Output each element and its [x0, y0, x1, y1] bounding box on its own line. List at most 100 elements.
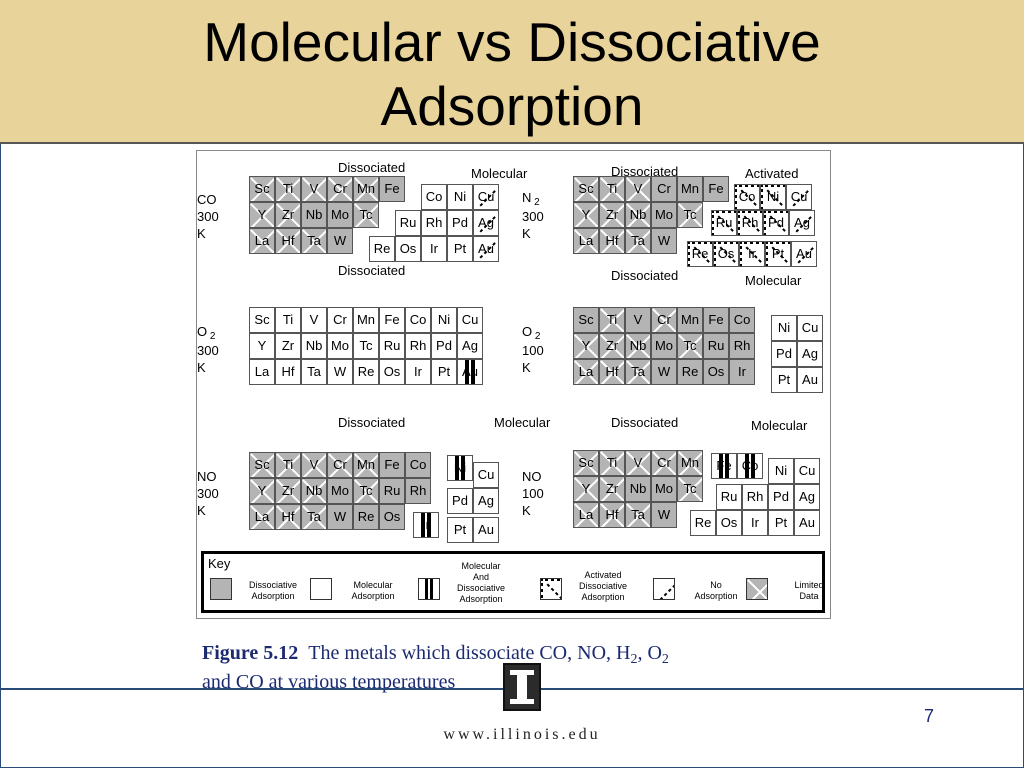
element-symbol: Cr — [657, 455, 671, 470]
element-symbol: Rh — [746, 489, 764, 504]
element-cell-cu: Cu — [786, 184, 812, 210]
element-cell-nb: Nb — [301, 333, 327, 359]
element-cell-tc: Tc — [677, 202, 703, 228]
element-cell-pt: Pt — [447, 517, 473, 543]
caption-line-2: and CO at various temperatures — [202, 671, 456, 693]
element-symbol: Zr — [281, 338, 295, 353]
element-symbol: Tc — [359, 338, 373, 353]
element-cell-rh: Rh — [405, 333, 431, 359]
element-symbol: Fe — [384, 457, 400, 472]
element-symbol: V — [309, 457, 319, 472]
region-label: Dissociated — [611, 268, 679, 283]
element-symbol: Ni — [453, 460, 467, 475]
element-cell-mn: Mn — [353, 176, 379, 202]
element-symbol: Hf — [605, 233, 619, 248]
caption-text-1: The metals which dissociate CO, NO, H — [308, 642, 631, 664]
element-cell-ni: Ni — [760, 184, 786, 210]
illinois-logo-icon — [503, 663, 541, 711]
element-symbol: Ru — [707, 338, 725, 353]
key-swatch-limited-data — [746, 578, 768, 600]
element-symbol: Pd — [768, 215, 784, 230]
element-cell-au: Au — [473, 517, 499, 543]
key-swatch-activated-dissociative — [540, 578, 562, 600]
element-symbol: Cr — [333, 457, 347, 472]
page-number: 7 — [924, 706, 935, 726]
element-cell-zr: Zr — [599, 202, 625, 228]
element-symbol: Ru — [383, 483, 401, 498]
element-symbol: Mo — [654, 207, 674, 222]
element-cell-sc: Sc — [249, 452, 275, 478]
element-symbol: Fe — [708, 312, 724, 327]
element-symbol: W — [657, 233, 671, 248]
gas-name: NO — [522, 469, 542, 484]
element-symbol: Ni — [777, 320, 791, 335]
element-cell-cr: Cr — [651, 307, 677, 333]
element-cell-ir: Ir — [742, 510, 768, 536]
element-cell-y: Y — [573, 202, 599, 228]
element-cell-pd: Pd — [763, 210, 789, 236]
element-symbol: Fe — [384, 181, 400, 196]
element-symbol: Fe — [708, 181, 724, 196]
element-symbol: Ru — [383, 338, 401, 353]
element-cell-tc: Tc — [677, 476, 703, 502]
element-cell-w: W — [651, 359, 677, 385]
element-cell-cu: Cu — [457, 307, 483, 333]
temp-value: 100 — [522, 343, 544, 358]
key-label-line: Adsorption — [694, 591, 738, 601]
element-cell-la: La — [249, 359, 275, 385]
element-cell-mn: Mn — [677, 450, 703, 476]
element-symbol: Co — [741, 458, 759, 473]
element-symbol: Hf — [281, 364, 295, 379]
element-symbol: Mn — [356, 312, 376, 327]
element-cell-fe: Fe — [703, 176, 729, 202]
element-symbol: Pt — [437, 364, 451, 379]
element-cell-nb: Nb — [625, 202, 651, 228]
element-symbol: Pd — [773, 489, 789, 504]
element-symbol: Ta — [307, 233, 321, 248]
gas-name: O — [522, 324, 533, 339]
element-cell-la: La — [573, 228, 599, 254]
temp-unit: K — [522, 360, 531, 375]
element-cell-au: Au — [457, 359, 483, 385]
element-cell-zr: Zr — [275, 333, 301, 359]
element-symbol: Sc — [254, 457, 270, 472]
element-symbol: Zr — [281, 483, 295, 498]
element-cell-ru: Ru — [711, 210, 737, 236]
element-symbol: Ni — [774, 463, 788, 478]
element-symbol: Hf — [605, 507, 619, 522]
element-cell-fe: Fe — [379, 176, 405, 202]
element-symbol: Mn — [680, 181, 700, 196]
element-symbol: V — [633, 312, 643, 327]
element-cell-y: Y — [249, 202, 275, 228]
element-cell-ag: Ag — [473, 210, 499, 236]
element-cell-pt: Pt — [765, 241, 791, 267]
element-cell-sc: Sc — [573, 176, 599, 202]
element-symbol: Mo — [654, 338, 674, 353]
element-symbol: Cr — [657, 312, 671, 327]
element-cell-pt: Pt — [771, 367, 797, 393]
element-symbol: Tc — [359, 483, 373, 498]
element-symbol: Pt — [771, 246, 785, 261]
element-symbol: Pt — [453, 241, 467, 256]
element-cell-ti: Ti — [599, 307, 625, 333]
key-label-line: Data — [799, 591, 819, 601]
element-cell-fe: Fe — [379, 307, 405, 333]
element-symbol: Pt — [453, 522, 467, 537]
element-cell-y: Y — [249, 333, 275, 359]
element-symbol: Co — [409, 312, 427, 327]
element-cell-cu: Cu — [473, 184, 499, 210]
element-cell-ti: Ti — [275, 452, 301, 478]
element-cell-rh: Rh — [742, 484, 768, 510]
element-symbol: Ta — [631, 364, 645, 379]
element-cell-ag: Ag — [794, 484, 820, 510]
element-symbol: Ti — [282, 181, 294, 196]
element-cell-rh: Rh — [729, 333, 755, 359]
figure-caption: Figure 5.12 The metals which dissociate … — [202, 640, 822, 696]
caption-text-2: , O — [637, 642, 662, 664]
element-symbol: Y — [581, 338, 591, 353]
